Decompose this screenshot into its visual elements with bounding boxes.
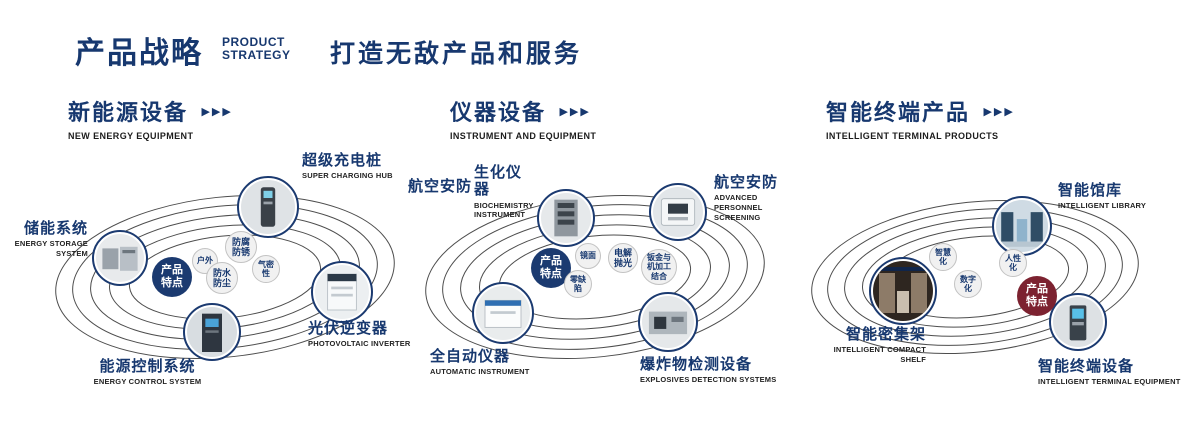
label-aviation-security-side: 航空安防 [408,178,473,195]
badge-text: 产品特点 [161,263,183,289]
label-energy-control: 能源控制系统 ENERGY CONTROL SYSTEM [80,358,215,387]
label-en: AUTOMATIC INSTRUMENT [430,367,530,377]
page-slogan: 打造无敌产品和服务 [330,40,583,68]
label-en: SUPER CHARGING HUB [302,171,393,181]
label-cn: 储能系统 [23,220,88,237]
label-intelligent-library: 智能馆库 INTELLIGENT LIBRARY [1058,182,1168,211]
triple-arrow-icon: ▶▶▶ [201,105,233,118]
feature-bubble-airtight: 气密性 [252,255,280,283]
label-cn: 智能终端设备 [1038,358,1135,375]
label-cn: 爆炸物检测设备 [640,356,753,373]
label-en: INTELLIGENT TERMINAL EQUIPMENT [1038,377,1181,387]
section-title: 新能源设备 [68,100,189,125]
intelligent-library-image [996,200,1048,252]
label-en: ENERGY STORAGE SYSTEM [14,239,88,258]
section-title: 仪器设备 [450,100,547,125]
feature-bubble-sheetmetal-machining: 钣金与机加工结合 [641,249,677,285]
label-en: PHOTOVOLTAIC INVERTER [308,339,411,349]
section-subtitle: INTELLIGENT TERMINAL PRODUCTS [826,131,999,141]
label-cn: 生化仪器 [474,164,523,199]
section-header-instrument: 仪器设备 ▶▶▶ INSTRUMENT AND EQUIPMENT [450,95,596,141]
page-title-en-line2: STRATEGY [222,48,291,63]
feature-bubble-zero-defect: 零缺陷 [564,270,592,298]
feature-bubble-humanized: 人性化 [999,249,1027,277]
product-node-energy-storage [92,230,148,286]
label-personnel-screening: 航空安防 ADVANCED PERSONNEL SCREENING [714,174,806,223]
product-node-compact-shelf [869,257,937,325]
feature-bubble-mirror: 镜面 [575,243,601,269]
label-en: INTELLIGENT LIBRARY [1058,201,1147,211]
badge-product-features: 产品特点 [152,257,192,297]
orbit-rings-terminal [811,199,1139,355]
label-cn: 航空安防 [714,174,779,191]
label-cn: 能源控制系统 [99,358,196,375]
energy-storage-image [96,234,144,282]
label-cn: 超级充电桩 [302,152,383,169]
label-en: EXPLOSIVES DETECTION SYSTEMS [640,375,777,385]
biochemistry-image [541,193,591,243]
pv-inverter-image [315,265,369,319]
label-en: ENERGY CONTROL SYSTEM [93,377,202,387]
feature-bubble-electropolish: 电解抛光 [608,243,638,273]
triple-arrow-icon: ▶▶▶ [559,105,591,118]
label-terminal-equipment: 智能终端设备 INTELLIGENT TERMINAL EQUIPMENT [1038,358,1188,387]
section-header-terminal: 智能终端产品 ▶▶▶ INTELLIGENT TERMINAL PRODUCTS [826,95,1015,141]
product-node-super-charging [237,176,299,238]
badge-text: 产品特点 [1026,282,1048,308]
product-node-intelligent-library [992,196,1052,256]
compact-shelf-image [873,261,933,321]
product-node-terminal-equipment [1049,293,1107,351]
automatic-instrument-image [476,286,530,340]
product-node-biochemistry [537,189,595,247]
section-subtitle: INSTRUMENT AND EQUIPMENT [450,131,597,141]
label-cn: 智能馆库 [1058,182,1123,199]
label-en: INTELLIGENT COMPACT SHELF [833,345,926,364]
label-explosives-detection: 爆炸物检测设备 EXPLOSIVES DETECTION SYSTEMS [640,356,780,385]
triple-arrow-icon: ▶▶▶ [983,105,1015,118]
section-title: 智能终端产品 [826,100,971,125]
page-title: 产品战略 [75,37,203,70]
energy-control-image [187,307,237,357]
label-super-charging: 超级充电桩 SUPER CHARGING HUB [302,152,422,181]
page-title-en: PRODUCT STRATEGY [222,35,291,63]
label-cn: 全自动仪器 [430,348,511,365]
label-compact-shelf: 智能密集架 INTELLIGENT COMPACT SHELF [820,326,926,365]
section-header-new-energy: 新能源设备 ▶▶▶ NEW ENERGY EQUIPMENT [68,95,233,141]
badge-product-features: 产品特点 [1017,276,1057,316]
product-node-personnel-screening [649,183,707,241]
badge-text: 产品特点 [540,254,562,280]
label-automatic-instrument: 全自动仪器 AUTOMATIC INSTRUMENT [430,348,550,377]
feature-bubble-waterproof: 防水防尘 [206,262,238,294]
personnel-screening-image [653,187,703,237]
label-en: ADVANCED PERSONNEL SCREENING [714,193,763,222]
label-cn: 智能密集架 [845,326,926,343]
explosives-detection-image [642,296,694,348]
label-energy-storage: 储能系统 ENERGY STORAGE SYSTEM [8,220,88,259]
super-charging-image [241,180,295,234]
section-subtitle: NEW ENERGY EQUIPMENT [68,131,194,141]
label-en: BIOCHEMISTRY INSTRUMENT [474,200,534,220]
feature-bubble-smart: 智慧化 [929,243,957,271]
product-node-automatic-instrument [472,282,534,344]
label-cn: 光伏逆变器 [308,320,389,337]
terminal-equipment-image [1053,297,1103,347]
product-node-explosives-detection [638,292,698,352]
product-node-energy-control [183,303,241,361]
feature-bubble-digital: 数字化 [954,270,982,298]
label-biochemistry: 生化仪器 BIOCHEMISTRY INSTRUMENT [474,164,536,220]
page-title-en-line1: PRODUCT [222,35,285,49]
label-pv-inverter: 光伏逆变器 PHOTOVOLTAIC INVERTER [308,320,428,349]
feature-bubble-anticorrosion: 防腐防锈 [225,231,257,263]
product-node-pv-inverter [311,261,373,323]
